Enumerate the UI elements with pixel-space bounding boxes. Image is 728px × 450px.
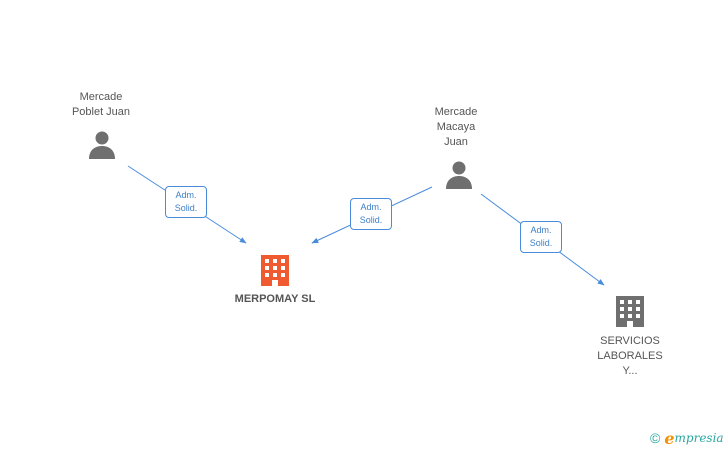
person-icon[interactable] <box>444 160 474 190</box>
person-label-mercade-macaya-juan[interactable]: Mercade Macaya Juan <box>434 106 478 148</box>
empresia-logo: © e mpresia <box>650 428 724 448</box>
edge-label-person2-merpomay[interactable]: Adm. Solid. <box>350 198 392 230</box>
brand-initial: e <box>664 428 675 448</box>
person-icon[interactable] <box>87 130 117 160</box>
brand-name: mpresia <box>674 431 724 445</box>
person-label-mercade-poblet-juan[interactable]: Mercade Poblet Juan <box>71 91 131 118</box>
building-icon[interactable] <box>614 294 646 328</box>
edge-label-person2-servicios[interactable]: Adm. Solid. <box>520 221 562 253</box>
edge-label-person1-merpomay[interactable]: Adm. Solid. <box>165 186 207 218</box>
company-label-servicios-laborales[interactable]: SERVICIOS LABORALES Y... <box>597 335 663 377</box>
building-icon[interactable] <box>259 253 291 287</box>
copyright-symbol: © <box>650 430 661 446</box>
company-label-merpomay-sl[interactable]: MERPOMAY SL <box>234 293 316 305</box>
